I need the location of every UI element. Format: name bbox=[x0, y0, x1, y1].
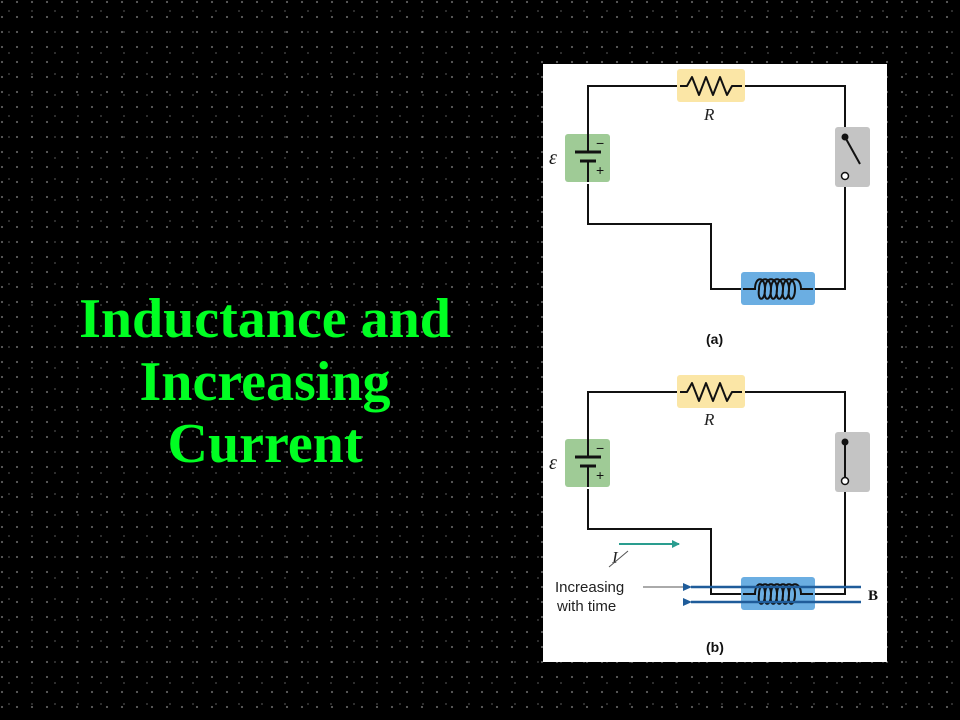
caption-b: (b) bbox=[706, 639, 724, 655]
switch-open-a bbox=[835, 127, 870, 187]
caption-a: (a) bbox=[706, 331, 723, 347]
resistor-a bbox=[677, 69, 745, 102]
field-label: B bbox=[868, 588, 878, 604]
emf-label-b: ε bbox=[549, 452, 557, 474]
battery-b bbox=[565, 439, 610, 487]
inductor-a bbox=[741, 272, 815, 305]
circuit-figure: R − + ε (a) bbox=[543, 64, 887, 662]
slide-title-line-2: Increasing bbox=[139, 350, 391, 413]
battery-a bbox=[565, 134, 610, 182]
current-label: I bbox=[611, 548, 619, 567]
battery-plus-b: + bbox=[596, 467, 604, 483]
slide-title: Inductance and Increasing Current bbox=[40, 288, 490, 476]
battery-plus-a: + bbox=[596, 162, 604, 178]
wire-loop-b bbox=[587, 391, 846, 595]
emf-label-a: ε bbox=[549, 147, 557, 169]
battery-minus-a: − bbox=[596, 135, 604, 151]
resistor-label-b: R bbox=[703, 410, 715, 429]
resistor-b bbox=[677, 375, 745, 408]
circuit-diagram: R − + ε (a) bbox=[549, 69, 878, 655]
panel-a: R − + ε (a) bbox=[549, 69, 870, 347]
wire-loop-a bbox=[587, 85, 846, 290]
panel-b: R − + ε I bbox=[549, 375, 878, 655]
battery-minus-b: − bbox=[596, 440, 604, 456]
inductor-b bbox=[741, 577, 815, 610]
slide-title-line-1: Inductance and bbox=[79, 288, 451, 350]
current-label-leader bbox=[608, 550, 629, 568]
resistor-label-a: R bbox=[703, 105, 715, 124]
switch-closed-b bbox=[835, 432, 870, 492]
note-line-2: with time bbox=[556, 598, 616, 615]
note-line-1: Increasing bbox=[555, 579, 624, 596]
slide-title-line-3: Current bbox=[167, 413, 363, 476]
